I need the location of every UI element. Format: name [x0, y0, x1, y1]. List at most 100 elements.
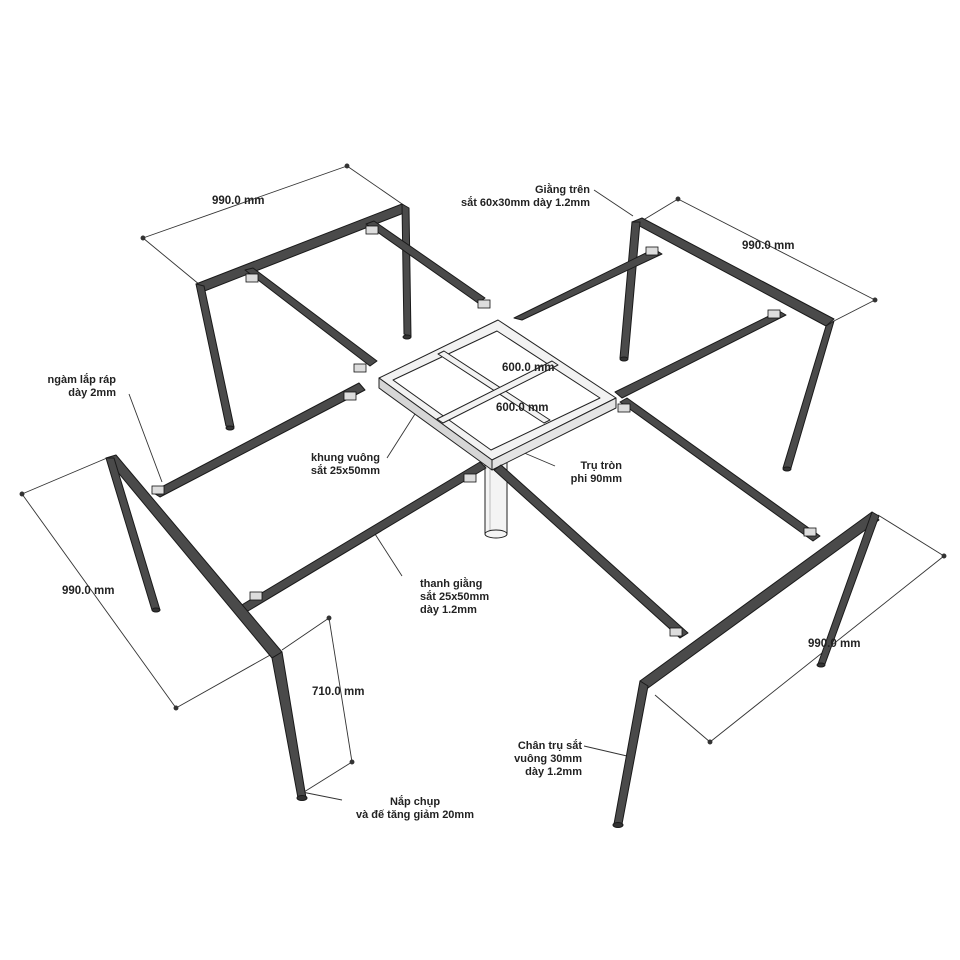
bracket [803, 527, 817, 537]
leg [195, 283, 235, 428]
callout-line: và đế tăng giảm 20mm [356, 809, 474, 821]
callout-line: dày 2mm [68, 387, 116, 399]
dim-leg-height: 710.0 mm [312, 686, 365, 698]
bracket [245, 273, 259, 283]
ext-line [639, 198, 679, 223]
dim-dot [344, 163, 350, 169]
callout-round-post: Trụ tròn phi 90mm [560, 460, 622, 486]
leader-cross-bar [374, 533, 403, 577]
ext-line [142, 237, 201, 286]
bracket [249, 591, 263, 601]
table-module-right [513, 217, 835, 472]
leader-bracket [128, 393, 163, 483]
cross-bar [619, 397, 821, 542]
bracket [477, 299, 491, 309]
callout-top-rail: Giằng trên sắt 60x30mm dày 1.2mm [440, 184, 590, 210]
leader-foot-cap [301, 791, 343, 801]
ext-line [175, 653, 273, 709]
ext-line [281, 617, 330, 651]
callout-line: dày 1.2mm [525, 766, 582, 778]
dim-line-leg-height [328, 617, 353, 763]
callout-leg: Chân trụ sắt vuông 30mm dày 1.2mm [490, 740, 582, 779]
callout-line: vuông 30mm [514, 753, 582, 765]
cross-bar [493, 464, 689, 639]
dim-line-top-right-width [677, 198, 876, 301]
dim-dot [326, 615, 332, 621]
cross-bar [614, 310, 787, 399]
cross-bar [244, 267, 378, 367]
bracket [151, 485, 165, 495]
ext-line [303, 761, 353, 793]
frame-divider [436, 360, 559, 424]
dim-right-depth: 990.0 mm [808, 638, 861, 650]
top-rail-left [105, 454, 283, 659]
bracket [645, 246, 659, 256]
callout-square-frame: khung vuông sắt 25x50mm [290, 452, 380, 478]
callout-line: Trụ tròn [580, 460, 622, 472]
dim-top-right-width: 990.0 mm [742, 240, 795, 252]
dim-dot [173, 705, 179, 711]
frame-divider [437, 350, 551, 424]
callout-line: khung vuông [310, 452, 380, 464]
top-rail-right [631, 217, 835, 327]
cross-bar [513, 248, 663, 321]
bracket [767, 309, 781, 319]
callout-line: Nắp chụp [389, 796, 441, 808]
callout-line: sắt 60x30mm dày 1.2mm [460, 197, 590, 209]
bracket [669, 627, 683, 637]
leader-round-post [521, 451, 556, 467]
leg [271, 651, 307, 799]
dim-dot [349, 759, 355, 765]
bracket [463, 473, 477, 483]
callout-line: Chân trụ sắt [517, 740, 582, 752]
ext-line [654, 694, 711, 743]
callout-cross-bar: thanh giằng sắt 25x50mm dày 1.2mm [420, 578, 489, 617]
ext-line [346, 165, 406, 207]
callout-line: dày 1.2mm [420, 604, 477, 616]
dim-line-left-depth [21, 493, 177, 709]
leader-leg [583, 745, 628, 757]
dim-dot [675, 196, 681, 202]
callout-line: ngàm lắp ráp [47, 374, 116, 386]
dim-left-depth: 990.0 mm [62, 585, 115, 597]
callout-line: Giằng trên [534, 184, 590, 196]
dim-dot [707, 739, 713, 745]
dim-dot [941, 553, 947, 559]
cross-bar [151, 382, 366, 498]
cross-bar [365, 220, 486, 304]
assembly-brackets [151, 225, 817, 637]
ext-line [877, 514, 945, 557]
callout-bracket: ngàm lắp ráp dày 2mm [20, 374, 116, 400]
ext-line [21, 457, 108, 495]
dim-center-frame-b: 600.0 mm [496, 402, 549, 414]
dim-dot [140, 235, 146, 241]
dim-top-left-width: 990.0 mm [212, 195, 265, 207]
frame-side-front-right [491, 397, 617, 471]
bracket [343, 391, 357, 401]
center-square-frame [378, 319, 617, 471]
dim-center-frame-a: 600.0 mm [502, 362, 555, 374]
ext-line [831, 299, 876, 323]
table-module-back [195, 203, 486, 431]
bracket [617, 403, 631, 413]
callout-line: sắt 25x50mm [310, 465, 380, 477]
callout-line: thanh giằng [420, 578, 483, 590]
leg [613, 680, 649, 825]
top-rail-back [195, 203, 410, 293]
callout-line: phi 90mm [570, 473, 622, 485]
callout-foot-cap: Nắp chụp và đế tăng giảm 20mm [340, 796, 490, 822]
dim-dot [872, 297, 878, 303]
table-module-front [493, 397, 880, 828]
callout-line: sắt 25x50mm [420, 591, 490, 603]
leader-lines [128, 189, 634, 801]
leader-top-rail [593, 189, 634, 217]
bracket [365, 225, 379, 235]
leg [782, 320, 835, 469]
bracket [353, 363, 367, 373]
leg [619, 221, 641, 359]
leg [401, 203, 412, 338]
dim-line-top-left-width [142, 165, 348, 239]
dimension-lines [19, 163, 947, 793]
